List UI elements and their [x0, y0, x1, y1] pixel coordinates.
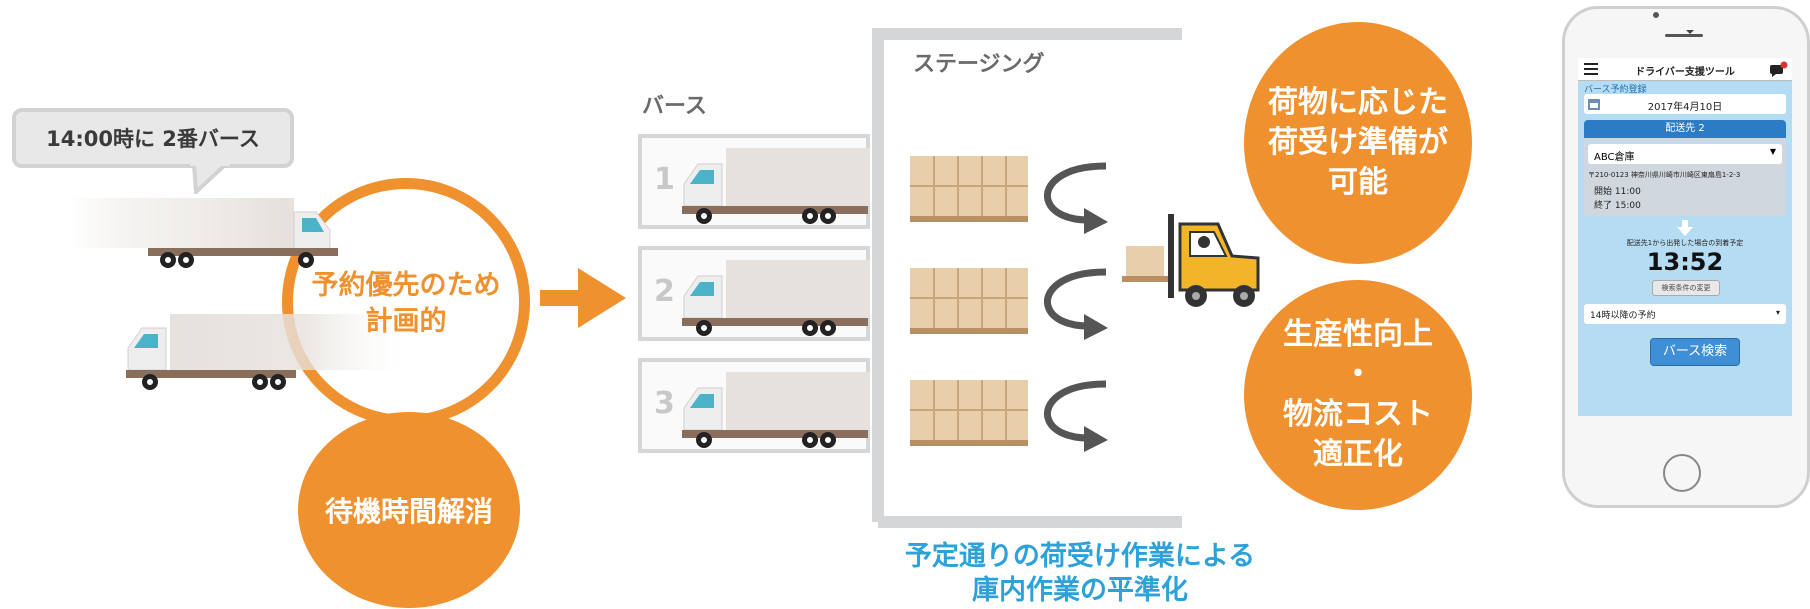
down-arrow-icon [1677, 220, 1693, 236]
end-time: 終了 15:00 [1594, 201, 1641, 211]
truck-bay-3-icon [682, 372, 870, 448]
berth-search-button[interactable]: バース検索 [1650, 338, 1740, 366]
flow-arrow-icon [540, 268, 626, 328]
reservation-select-value: 14時以降の予約 [1590, 311, 1656, 321]
planned-text-line1: 予約優先のため [311, 270, 501, 301]
planned-text: 予約優先のため 計画的 [282, 268, 530, 340]
section-title: バース予約登録 [1584, 85, 1647, 95]
chat-notification-icon[interactable] [1770, 61, 1788, 77]
proximity-sensor [1686, 30, 1694, 34]
cargo-boxes-icon [910, 268, 1028, 334]
bay-number: 2 [654, 274, 675, 309]
camera-icon [1653, 12, 1659, 18]
date-field[interactable]: 2017年4月10日 [1584, 94, 1786, 114]
benefit-top-line2: 荷受け準備が [1268, 125, 1448, 160]
curved-arrow-icon [1043, 380, 1108, 452]
speech-bubble-tail [190, 164, 230, 194]
speech-bubble-text: 14:00時に 2番バース [46, 127, 260, 151]
truck-bay-2-icon [682, 260, 870, 336]
staging-label: ステージング [913, 52, 1045, 77]
cargo-boxes-icon [910, 380, 1028, 446]
speaker-grill [1665, 34, 1703, 37]
planned-text-line2: 計画的 [365, 306, 447, 337]
hamburger-menu-icon[interactable] [1584, 63, 1598, 75]
forklift-icon [1122, 214, 1260, 307]
curved-arrow-icon [1043, 162, 1108, 234]
destination-header: 配送先 2 [1584, 120, 1786, 138]
app-title: ドライバー支援ツール [1635, 67, 1735, 78]
phone-screen: ドライバー支援ツール バース予約登録 2017年4月10日 配送先 2 ABC倉… [1578, 58, 1792, 416]
arrival-time: 13:52 [1646, 248, 1724, 276]
truck-left-top-icon [68, 198, 338, 268]
truck-left-bottom-icon [126, 314, 416, 390]
change-conditions-button[interactable]: 検索条件の変更 [1652, 280, 1720, 296]
bay-number: 1 [654, 162, 675, 197]
bays-label: バース [642, 94, 707, 119]
caption-line2: 庫内作業の平準化 [972, 575, 1188, 606]
benefit-top-line1: 荷物に応じた [1268, 85, 1448, 120]
chevron-down-icon: ▼ [1769, 147, 1776, 156]
benefit-top-line3: 可能 [1328, 165, 1388, 200]
warehouse-select-value: ABC倉庫 [1594, 152, 1635, 163]
bay-number: 3 [654, 386, 675, 421]
calendar-icon [1588, 99, 1600, 110]
address-text: 〒210-0123 神奈川県川崎市川崎区東扇島1-2-3 [1588, 171, 1741, 179]
start-time: 開始 11:00 [1594, 187, 1641, 197]
arrival-label: 配送先1から出発した場合の到着予定 [1626, 239, 1744, 247]
benefit-circle-bottom: 生産性向上 ・ 物流コスト 適正化 [1244, 280, 1472, 510]
benefit-bottom-line3: 物流コスト [1283, 397, 1433, 432]
app-bar: ドライバー支援ツール [1578, 58, 1792, 81]
destination-card: 配送先 2 ABC倉庫 ▼ 〒210-0123 神奈川県川崎市川崎区東扇島1-2… [1584, 120, 1786, 216]
speech-bubble: 14:00時に 2番バース [12, 108, 294, 168]
date-value: 2017年4月10日 [1647, 102, 1723, 113]
caption: 予定通りの荷受け作業による 庫内作業の平準化 [860, 540, 1300, 608]
reservation-select[interactable]: 14時以降の予約 ▾ [1584, 304, 1786, 324]
staging-wall [872, 28, 1182, 528]
truck-bay-1-icon [682, 148, 870, 224]
benefit-bottom-line2: ・ [1343, 357, 1373, 392]
wait-time-text: 待機時間解消 [324, 495, 493, 528]
home-button[interactable] [1663, 454, 1701, 492]
cargo-boxes-icon [910, 156, 1028, 222]
wait-time-circle: 待機時間解消 [298, 412, 520, 608]
benefit-bottom-line4: 適正化 [1313, 437, 1403, 472]
benefit-bottom-line1: 生産性向上 [1283, 317, 1433, 352]
warehouse-select[interactable]: ABC倉庫 ▼ [1588, 144, 1782, 164]
caption-line1: 予定通りの荷受け作業による [904, 541, 1256, 572]
benefit-circle-top: 荷物に応じた 荷受け準備が 可能 [1244, 22, 1472, 264]
curved-arrow-icon [1043, 268, 1108, 340]
chevron-down-icon: ▾ [1775, 308, 1780, 317]
